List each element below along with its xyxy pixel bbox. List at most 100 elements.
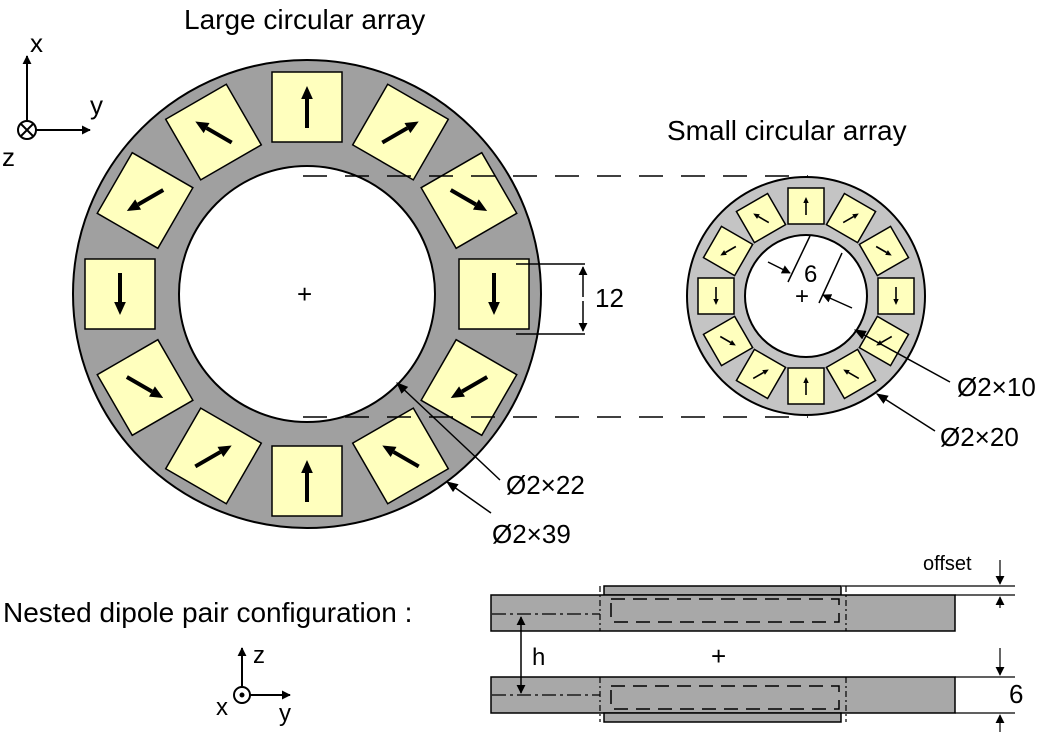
large-magnet <box>96 151 194 250</box>
top-inner-ring-hidden <box>610 598 840 623</box>
large-magnetization-arrow <box>125 375 153 394</box>
small-leaders <box>853 329 951 432</box>
small-magnetization-arrowhead <box>762 369 769 375</box>
large-magnetization-arrowhead <box>114 302 126 315</box>
small-magnetization-arrowhead <box>713 299 719 305</box>
small-magnetization-arrow <box>880 335 893 344</box>
top-axis-x-label: x <box>30 28 43 58</box>
bottom-axis-y-label: y <box>279 700 291 727</box>
top-axis-z-label: z <box>2 142 15 172</box>
small-magnet <box>825 348 877 400</box>
offset-label: offset <box>923 553 972 575</box>
small-magnetization-arrowhead <box>843 369 850 375</box>
large-array-title: Large circular array <box>184 4 425 35</box>
small-magnet <box>787 187 825 225</box>
small-magnetization-arrow <box>757 215 770 224</box>
large-magnetization-arrowhead <box>195 121 210 134</box>
large-magnetization-arrowhead <box>301 86 313 99</box>
small-magnetization-arrow <box>725 245 737 254</box>
large-magnet-size-label: 12 <box>595 283 624 313</box>
nested-pair-cross-section: + <box>490 585 956 723</box>
small-magnetization-arrow <box>842 215 855 224</box>
small-magnetization-arrow <box>752 371 765 380</box>
thickness-label: 6 <box>1009 679 1023 709</box>
small-magnet <box>858 225 910 277</box>
large-magnetization-arrow <box>449 188 477 207</box>
large-magnet <box>271 71 343 143</box>
large-magnetization-arrowhead <box>450 386 465 398</box>
large-magnet <box>351 407 450 505</box>
large-magnet <box>271 445 343 517</box>
bottom-inner-ring-hidden <box>610 685 840 710</box>
small-magnet-size-label: 6 <box>804 261 817 288</box>
large-inner-hole <box>178 165 436 423</box>
top-large-ring <box>490 594 956 632</box>
small-circular-array: + <box>686 176 926 416</box>
large-magnet <box>164 407 263 505</box>
small-magnetization-arrow <box>875 245 887 254</box>
large-magnet <box>84 258 156 330</box>
small-magnet <box>787 367 825 405</box>
small-array-title: Small circular array <box>667 115 907 146</box>
small-magnetization-arrow <box>847 371 860 380</box>
large-magnet-dimension <box>516 263 588 335</box>
small-magnetization-arrowhead <box>720 250 727 256</box>
bottom-axis-z-label: z <box>253 642 265 669</box>
small-magnet <box>735 348 787 400</box>
thickness-dimension <box>955 648 1015 732</box>
large-magnetization-arrowhead <box>472 199 488 211</box>
large-magnet <box>351 83 450 181</box>
top-small-ring-protrusion <box>603 585 842 596</box>
large-magnetization-arrowhead <box>382 445 397 458</box>
small-magnet-dimension <box>767 235 853 309</box>
large-magnetization-arrow <box>194 450 222 469</box>
small-magnetization-arrowhead <box>852 213 859 219</box>
small-magnetization-arrowhead <box>729 340 736 346</box>
offset-dimension <box>842 560 1015 608</box>
small-magnet <box>735 192 787 244</box>
small-magnet <box>697 277 735 315</box>
small-magnetization-arrowhead <box>885 250 892 256</box>
large-magnet <box>96 338 194 437</box>
large-magnetization-arrowhead <box>126 199 142 211</box>
large-magnet <box>458 258 530 330</box>
large-magnet <box>420 338 518 437</box>
large-inner-diameter-label: Ø2×22 <box>506 470 585 500</box>
large-magnet <box>164 83 263 181</box>
small-magnet <box>877 277 915 315</box>
top-axes-icon <box>17 55 91 140</box>
large-magnetization-arrow <box>392 450 420 469</box>
svg-text:+: + <box>795 283 809 310</box>
large-outer-diameter-label: Ø2×39 <box>492 519 571 549</box>
small-magnetization-arrow <box>719 335 732 344</box>
large-circular-array: + <box>72 59 542 529</box>
small-magnet <box>702 315 754 367</box>
large-magnetization-arrowhead <box>301 460 313 473</box>
small-inner-diameter-label: Ø2×10 <box>957 372 1036 402</box>
bottom-axis-x-label: x <box>216 694 228 721</box>
large-magnet-group <box>84 71 530 517</box>
small-magnet <box>702 225 754 277</box>
small-magnet <box>825 192 877 244</box>
large-leaders <box>396 382 501 514</box>
large-magnetization-arrowhead <box>488 302 500 315</box>
small-magnetization-arrowhead <box>893 299 899 305</box>
large-magnetization-arrow <box>137 188 165 207</box>
h-label: h <box>532 644 545 671</box>
small-outer-diameter-label: Ø2×20 <box>940 422 1019 452</box>
projection-lines <box>303 175 808 418</box>
large-magnetization-arrowhead <box>404 121 419 134</box>
bottom-axes-icon <box>233 647 291 704</box>
large-magnetization-arrow <box>461 375 489 394</box>
large-magnetization-arrowhead <box>149 386 164 398</box>
svg-text:+: + <box>711 641 726 671</box>
large-magnetization-arrow <box>381 126 409 145</box>
bottom-small-ring-protrusion <box>603 712 842 723</box>
large-magnetization-arrowhead <box>217 445 232 458</box>
small-magnetization-arrowhead <box>803 377 809 383</box>
large-magnetization-arrow <box>205 126 233 145</box>
small-magnetization-arrowhead <box>753 213 760 219</box>
svg-text:+: + <box>297 279 312 309</box>
top-axis-y-label: y <box>90 90 103 120</box>
